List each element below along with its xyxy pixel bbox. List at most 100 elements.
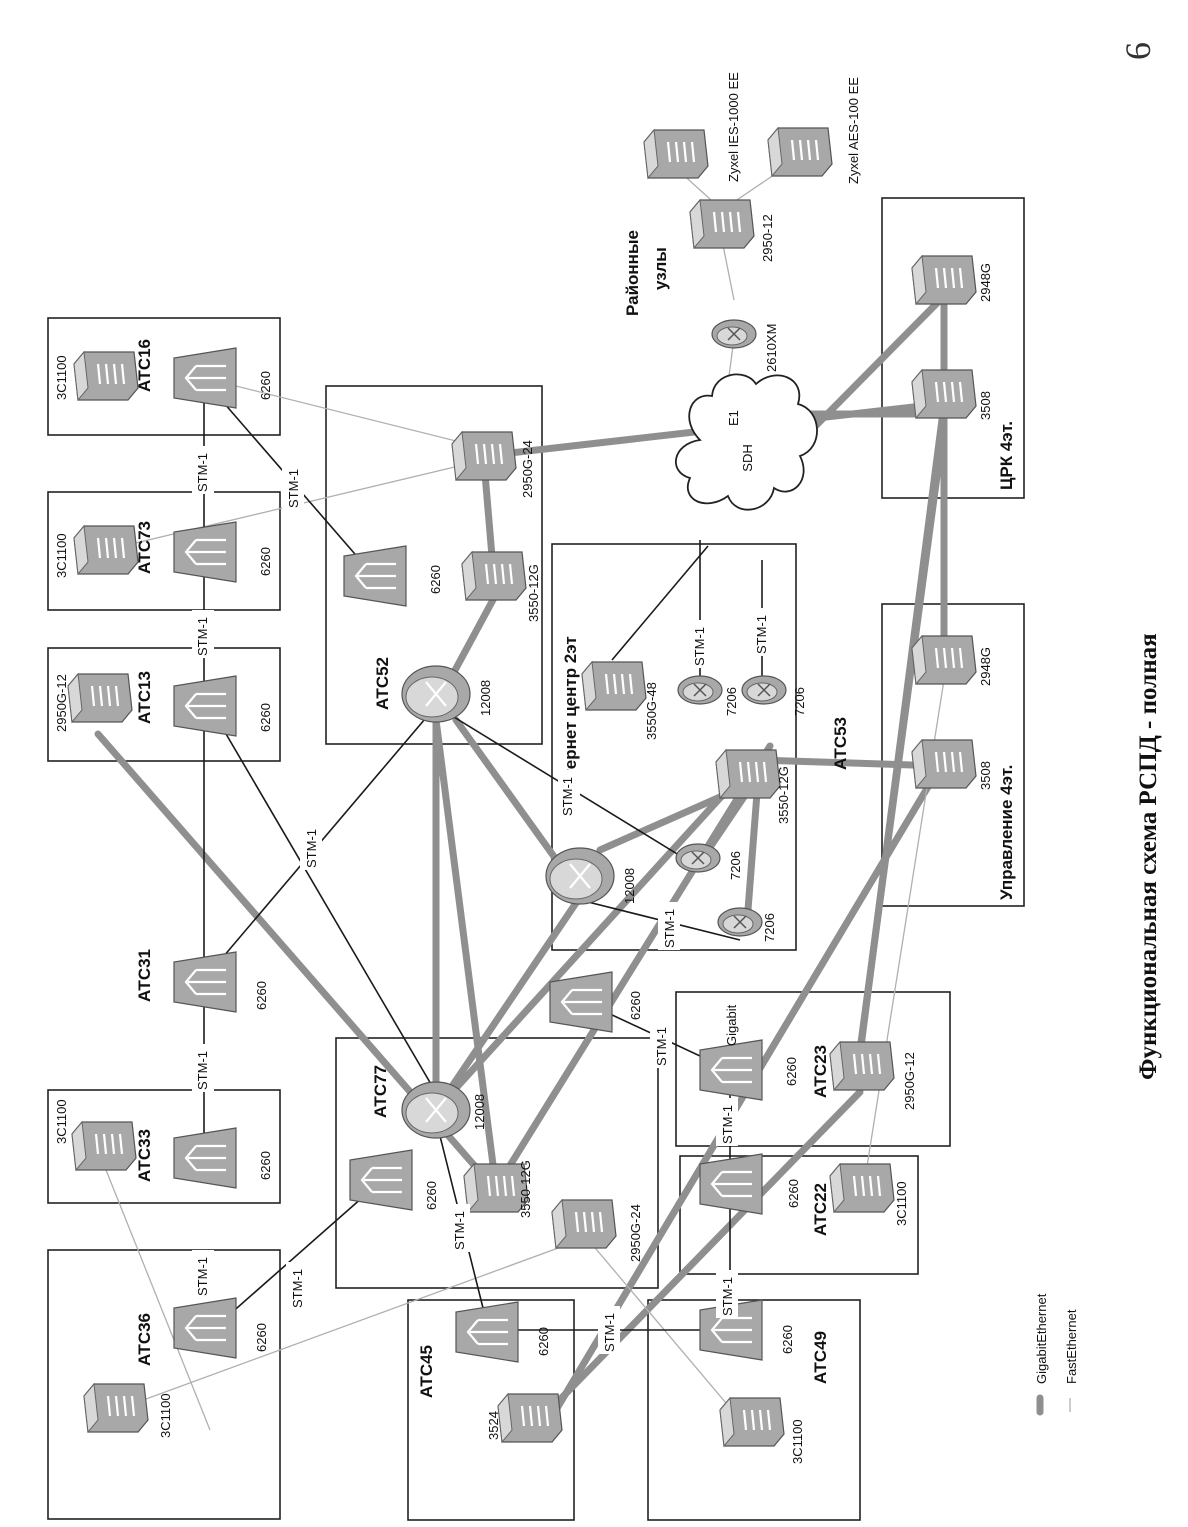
label-atc49-mux: 6260	[780, 1325, 795, 1354]
site-name-atc22: АТС22	[811, 1183, 830, 1236]
label-atc23-gig: Gigabit	[724, 1004, 739, 1046]
device-ic-mux	[548, 970, 614, 1034]
device-atc13-mux	[172, 674, 238, 738]
label-dist-sw: 2950-12	[760, 214, 775, 262]
page-number: 6	[1118, 42, 1158, 60]
legend-gigabit-label: GigabitEthernet	[1034, 1293, 1049, 1384]
site-name-atc45: АТС45	[417, 1345, 436, 1398]
device-mgmt-3508	[910, 738, 978, 790]
label-atc77-sw1: 3550-12G	[518, 1160, 533, 1218]
label-zyxel1: Zyxel IES-1000 EE	[726, 72, 741, 182]
device-atc52-sw2	[450, 430, 518, 482]
device-dist-sw	[688, 198, 756, 250]
device-atc16-mux	[172, 346, 238, 410]
label-mgmt-2948: 2948G	[978, 647, 993, 686]
svg-text:STM-1: STM-1	[452, 1211, 467, 1250]
svg-text:STM-1: STM-1	[662, 909, 677, 948]
device-atc13-sw	[66, 672, 134, 724]
device-atc73-mux	[172, 520, 238, 584]
device-crk-2948	[910, 254, 978, 306]
svg-text:STM-1: STM-1	[286, 469, 301, 508]
stm1-labels: STM-1 STM-1 STM-1 STM-1 STM-1 STM-1 STM-…	[192, 446, 774, 1354]
label-atc77-sw2: 2950G-24	[628, 1204, 643, 1262]
site-frame-atc73	[47, 491, 281, 611]
label-atc16-sw: 3C1100	[54, 355, 69, 400]
sdh-label: SDH	[740, 444, 755, 471]
site-frame-atc49	[647, 1299, 861, 1521]
label-atc52-router: 12008	[478, 680, 493, 716]
label-crk-2948: 2948G	[978, 263, 993, 302]
device-atc22-mux	[698, 1152, 764, 1216]
site-name-atc73: АТС73	[135, 521, 154, 574]
device-atc52-router	[400, 664, 472, 724]
label-ic-3550: 3550-12G	[776, 766, 791, 824]
site-name-atc36: АТС36	[135, 1313, 154, 1366]
label-atc73-sw: 3C1100	[54, 533, 69, 578]
label-mgmt-3508: 3508	[978, 761, 993, 790]
site-name-atc16: АТС16	[135, 339, 154, 392]
device-dist-router	[711, 319, 757, 349]
device-ic-sw48	[580, 660, 648, 712]
device-atc77-sw2	[550, 1198, 618, 1250]
site-name-atc33: АТС33	[135, 1129, 154, 1182]
label-atc77-router: 12008	[472, 1094, 487, 1130]
label-ic-7206d: 7206	[762, 913, 777, 942]
label-atc77-mux: 6260	[424, 1181, 439, 1210]
device-atc23-mux	[698, 1038, 764, 1102]
device-crk-3508	[910, 368, 978, 420]
svg-text:STM-1: STM-1	[195, 1051, 210, 1090]
site-name-atc31: АТС31	[135, 949, 154, 1002]
device-atc22-sw	[828, 1162, 896, 1214]
site-name-atc13: АТС13	[135, 671, 154, 724]
device-atc45-mux	[454, 1300, 520, 1364]
label-ic-7206c: 7206	[728, 851, 743, 880]
device-ic-router	[544, 846, 616, 906]
device-atc31-mux	[172, 950, 238, 1014]
label-atc52-mux: 6260	[428, 565, 443, 594]
label-atc52-sw1: 3550-12G	[526, 564, 541, 622]
device-atc16-sw	[72, 350, 140, 402]
label-atc49-sw: 3C1100	[790, 1419, 805, 1464]
label-atc16-mux: 6260	[258, 371, 273, 400]
svg-text:узлы: узлы	[651, 247, 670, 290]
device-atc52-mux	[342, 544, 408, 608]
site-name-atc52: АТС52	[373, 657, 392, 710]
device-mgmt-2948	[910, 634, 978, 686]
svg-text:STM-1: STM-1	[560, 777, 575, 816]
site-name-management: Управление 4эт.	[997, 765, 1016, 900]
label-atc22-sw: 3C1100	[894, 1181, 909, 1226]
site-frame-atc36	[47, 1249, 281, 1520]
site-name-atc23: АТС23	[811, 1045, 830, 1098]
svg-text:STM-1: STM-1	[692, 627, 707, 666]
label-atc33-mux: 6260	[258, 1151, 273, 1180]
device-atc77-router	[400, 1080, 472, 1140]
device-atc73-sw	[72, 524, 140, 576]
device-ic-7206a	[677, 675, 723, 705]
label-crk-3508: 3508	[978, 391, 993, 420]
device-zyxel1	[642, 128, 710, 180]
label-ic-router: 12008	[622, 868, 637, 904]
site-frame-management	[881, 603, 1025, 907]
site-name-crk: ЦРК 4эт.	[997, 421, 1016, 490]
svg-text:STM-1: STM-1	[720, 1105, 735, 1144]
label-atc36-sw: 3C1100	[158, 1393, 173, 1438]
site-frame-atc16	[47, 317, 281, 436]
svg-text:STM-1: STM-1	[290, 1269, 305, 1308]
label-ic-mux: 6260	[628, 991, 643, 1020]
svg-text:STM-1: STM-1	[195, 453, 210, 492]
device-ic-7206c	[675, 843, 721, 873]
label-atc52-sw2: 2950G-24	[520, 440, 535, 498]
label-atc31-mux: 6260	[254, 981, 269, 1010]
label-atc45-mux: 6260	[536, 1327, 551, 1356]
device-atc33-mux	[172, 1126, 238, 1190]
label-atc13-sw: 2950G-12	[54, 674, 69, 732]
device-atc36-sw	[82, 1382, 150, 1434]
label-atc33-sw: 3C1100	[54, 1099, 69, 1144]
svg-text:STM-1: STM-1	[720, 1277, 735, 1316]
legend: GigabitEthernet FastEthernet	[1034, 1293, 1079, 1416]
device-ic-3550	[714, 748, 782, 800]
device-atc49-sw	[718, 1396, 786, 1448]
svg-text:STM-1: STM-1	[654, 1027, 669, 1066]
device-atc23-sw	[828, 1040, 896, 1092]
